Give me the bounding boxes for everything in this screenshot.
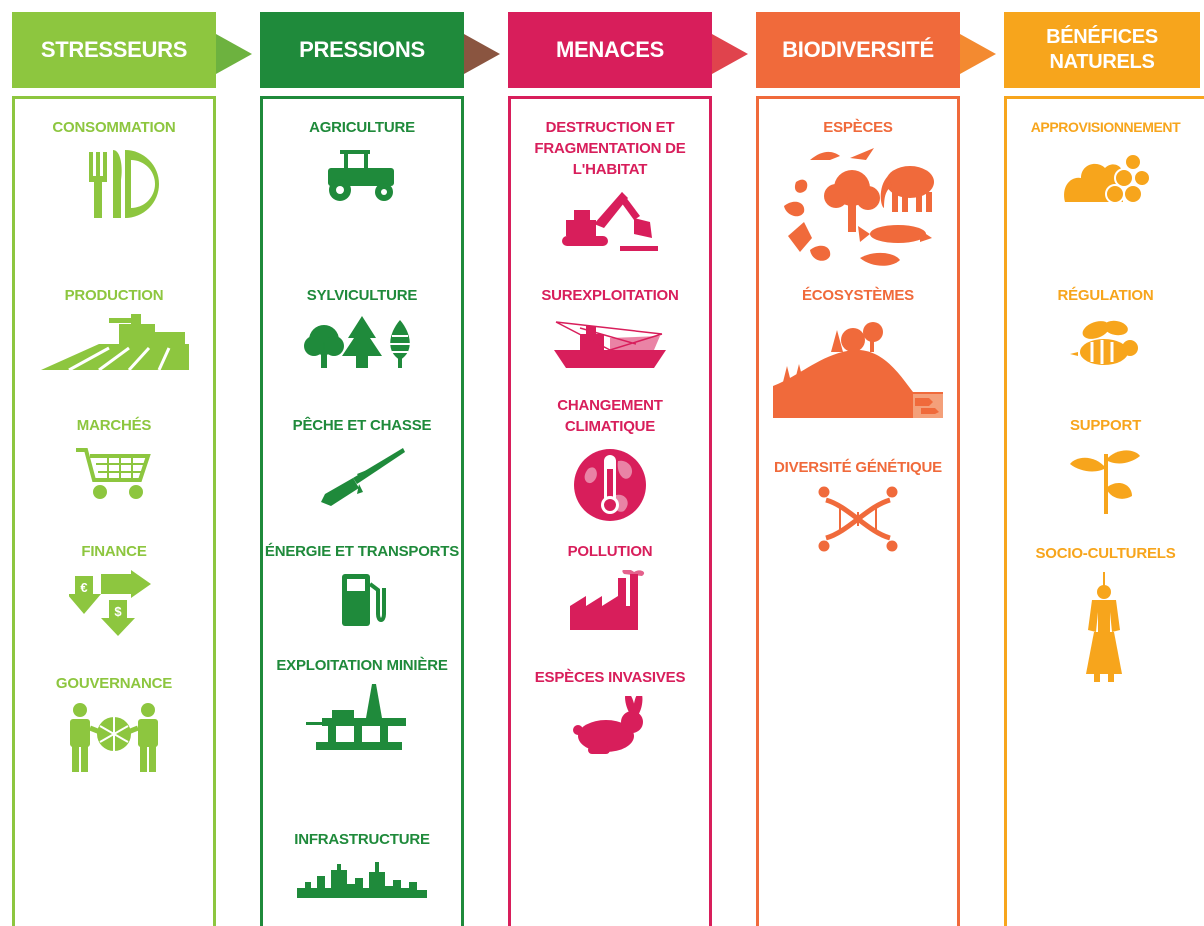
arrow-right-icon (960, 34, 996, 74)
currency-arrows-icon: € $ (69, 570, 151, 636)
item-agriculture: AGRICULTURE (263, 117, 461, 204)
item-label: DIVERSITÉ GÉNÉTIQUE (774, 459, 942, 476)
svg-text:$: $ (114, 604, 122, 619)
item-label: ESPÈCES INVASIVES (534, 669, 686, 686)
item-marches: MARCHÉS (15, 415, 213, 500)
item-label: CHANGEMENT CLIMATIQUE (557, 397, 663, 435)
landscape-icon (773, 322, 943, 418)
item-label: SOCIO-CULTURELS (1035, 545, 1176, 562)
item-label: MARCHÉS (76, 417, 152, 434)
item-label: EXPLOITATION MINIÈRE (276, 657, 448, 674)
fishing-boat-icon (554, 321, 666, 368)
item-ecosystemes: ÉCOSYSTÈMES (759, 285, 957, 418)
people-globe-icon (70, 703, 158, 772)
header-label: STRESSEURS (40, 37, 188, 62)
bee-icon (1069, 320, 1138, 365)
header-benefices: BÉNÉFICES NATURELS (1004, 12, 1200, 88)
header-menaces: MENACES (508, 12, 712, 88)
log-pile-icon (1063, 153, 1151, 204)
item-label: FINANCE (81, 543, 147, 560)
item-label: CONSOMMATION (52, 119, 176, 136)
header-biodiversite: BIODIVERSITÉ (756, 12, 960, 88)
item-finance: FINANCE € $ (15, 541, 213, 636)
item-especes: ESPÈCES (759, 117, 957, 276)
item-label: ÉNERGIE ET TRANSPORTS (264, 543, 460, 560)
factory-icon (570, 570, 645, 630)
biodiversity-flow-diagram: { "colors": { "stresseurs": "#8dc63f", "… (12, 12, 1204, 926)
cutlery-plate-icon (89, 150, 159, 218)
item-label: INFRASTRUCTURE (294, 831, 430, 848)
item-socio-culturels: SOCIO-CULTURELS (1007, 543, 1204, 684)
item-label: APPROVISIONNEMENT (1030, 119, 1181, 135)
item-changement-climatique: CHANGEMENT CLIMATIQUE (511, 395, 709, 525)
dna-icon (818, 486, 898, 552)
item-label: PRODUCTION (64, 287, 164, 304)
item-support: SUPPORT (1007, 415, 1204, 514)
item-especes-invasives: ESPÈCES INVASIVES (511, 667, 709, 756)
item-peche-chasse: PÊCHE ET CHASSE (263, 415, 461, 508)
item-label: SUREXPLOITATION (541, 287, 679, 304)
header-label: PRESSIONS (299, 37, 425, 62)
item-label: POLLUTION (567, 543, 653, 560)
traditional-person-icon (1085, 572, 1122, 682)
item-sylviculture: SYLVICULTURE (263, 285, 461, 370)
item-production: PRODUCTION (15, 285, 213, 372)
header-label: BÉNÉFICES NATURELS (1046, 26, 1158, 73)
column-stresseurs: CONSOMMATION PRODUCTION MARCHÉS FINANCE (12, 96, 216, 926)
item-label: AGRICULTURE (309, 119, 415, 136)
item-diversite-genetique: DIVERSITÉ GÉNÉTIQUE (759, 457, 957, 552)
item-regulation: RÉGULATION (1007, 285, 1204, 374)
excavator-icon (562, 192, 658, 251)
item-surexploitation: SUREXPLOITATION (511, 285, 709, 372)
item-infrastructure: INFRASTRUCTURE (263, 829, 461, 898)
item-exploitation-miniere: EXPLOITATION MINIÈRE (263, 655, 461, 752)
city-skyline-icon (297, 862, 427, 898)
item-consommation: CONSOMMATION (15, 117, 213, 222)
item-label: SUPPORT (1069, 417, 1142, 434)
rifle-icon (321, 448, 405, 506)
harvester-field-icon (41, 314, 189, 372)
header-label: BIODIVERSITÉ (782, 37, 934, 62)
column-benefices: APPROVISIONNEMENT RÉGULATION SUPPORT SOC (1004, 96, 1204, 926)
seedling-icon (1069, 450, 1140, 514)
arrow-right-icon (216, 34, 252, 74)
item-label: SYLVICULTURE (306, 287, 418, 304)
item-gouvernance: GOUVERNANCE (15, 673, 213, 772)
item-label: RÉGULATION (1057, 287, 1154, 304)
item-label: GOUVERNANCE (55, 675, 173, 692)
header-stresseurs: STRESSEURS (12, 12, 216, 88)
item-label: ESPÈCES (823, 119, 893, 136)
arrow-right-icon (712, 34, 748, 74)
tractor-icon (328, 150, 394, 201)
globe-thermometer-icon (574, 449, 646, 521)
column-pressions: AGRICULTURE SYLVICULTURE PÊCHE ET CHASSE… (260, 96, 464, 926)
column-biodiversite: ESPÈCES ÉCOSYSTÈMES DIVERSITÉ GÉNÉ (756, 96, 960, 926)
item-energie-transports: ÉNERGIE ET TRANSPORTS (263, 541, 461, 626)
arrow-right-icon (464, 34, 500, 74)
trees-icon (304, 316, 410, 368)
item-destruction-habitat: DESTRUCTION ET FRAGMENTATION DE L'HABITA… (511, 117, 709, 254)
item-pollution: POLLUTION (511, 541, 709, 632)
item-label: DESTRUCTION ET FRAGMENTATION DE L'HABITA… (534, 119, 686, 178)
oil-rig-icon (306, 684, 406, 750)
animals-plants-icon (784, 148, 934, 266)
item-approvisionnement: APPROVISIONNEMENT (1007, 117, 1204, 206)
header-label: MENACES (556, 37, 664, 62)
item-label: ÉCOSYSTÈMES (802, 287, 914, 304)
item-label: PÊCHE ET CHASSE (292, 417, 432, 434)
header-pressions: PRESSIONS (260, 12, 464, 88)
column-menaces: DESTRUCTION ET FRAGMENTATION DE L'HABITA… (508, 96, 712, 926)
rabbit-icon (573, 696, 643, 754)
svg-text:€: € (80, 580, 87, 595)
fuel-pump-icon (342, 574, 386, 626)
shopping-cart-icon (76, 448, 151, 499)
